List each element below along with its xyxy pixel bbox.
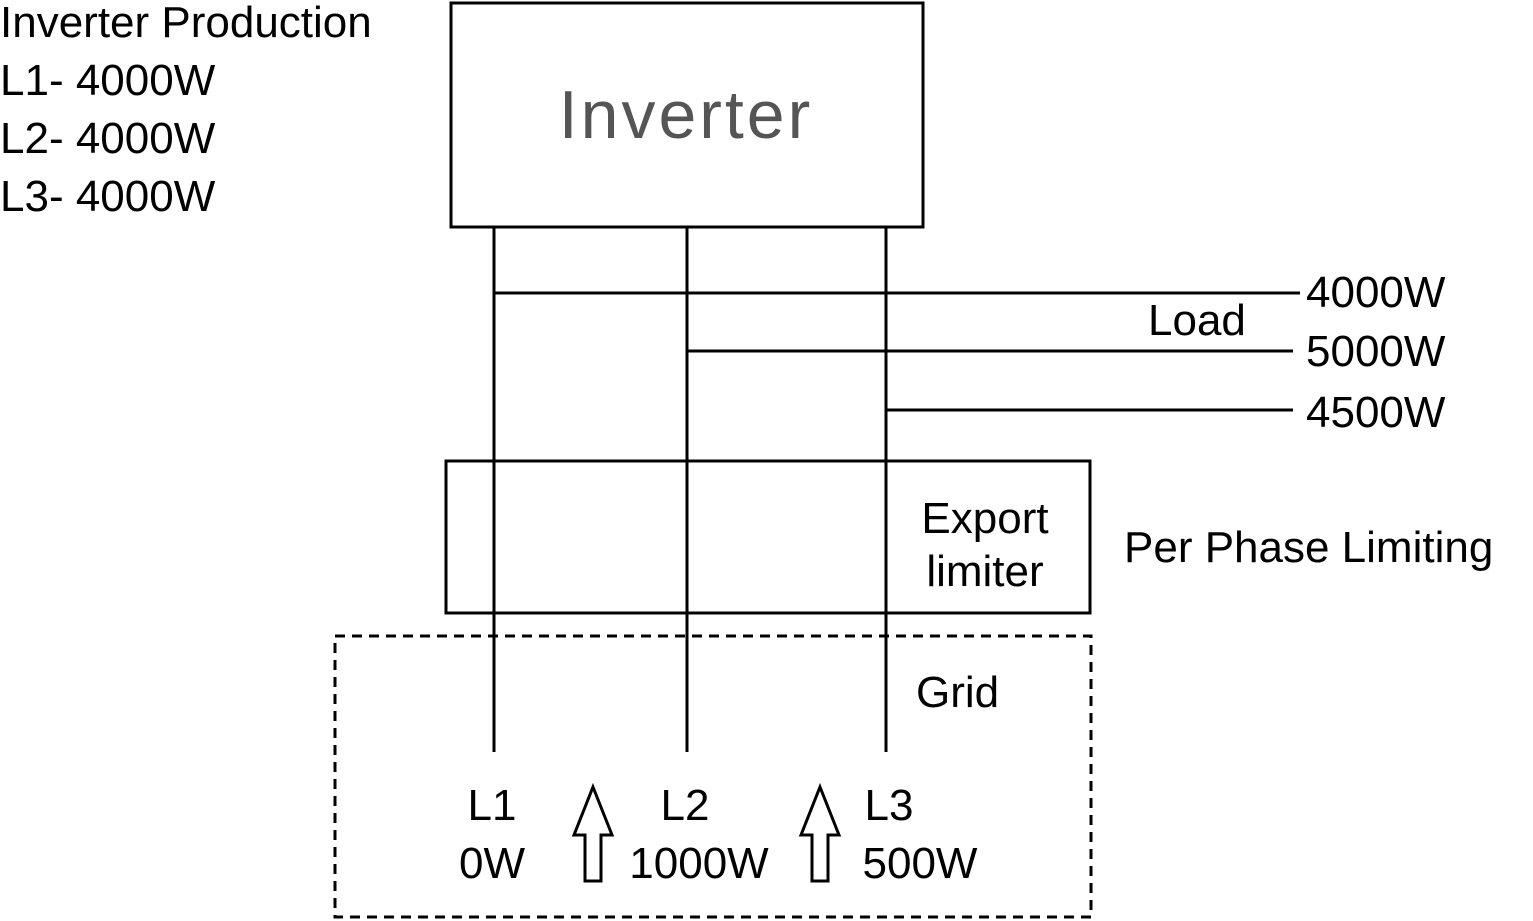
- inverter-production-block: Inverter Production L1- 4000W L2- 4000W …: [0, 0, 372, 221]
- production-l1: L1- 4000W: [0, 56, 216, 105]
- grid-phase-readings: L1 0W L2 1000W L3 500W: [459, 781, 978, 888]
- grid-label: Grid: [916, 668, 999, 717]
- grid-box: Grid: [333, 634, 1093, 919]
- load-label: Load: [1148, 296, 1246, 345]
- load-value-l1: 4000W: [1306, 268, 1446, 317]
- export-limiter-line1: Export: [921, 494, 1048, 543]
- export-arrow-up-l2: [571, 782, 615, 883]
- export-arrow-up-l3: [798, 782, 842, 883]
- grid-phase-l3-value: 500W: [863, 839, 978, 888]
- phase-conductors: [492, 227, 888, 752]
- grid-outline: [333, 634, 1093, 919]
- export-limiter-outline: [444, 459, 1092, 615]
- export-limiter-box: Export limiter: [444, 459, 1092, 615]
- load-value-l3: 4500W: [1306, 388, 1446, 437]
- production-title: Inverter Production: [0, 0, 372, 47]
- grid-phase-l1-value: 0W: [459, 839, 525, 888]
- inverter-label: Inverter: [559, 77, 814, 153]
- inverter-box: Inverter: [449, 1, 925, 229]
- export-arrows: [571, 782, 842, 883]
- grid-phase-l1-name: L1: [468, 781, 517, 830]
- production-l2: L2- 4000W: [0, 114, 216, 163]
- export-limiter-line2: limiter: [926, 547, 1043, 596]
- grid-phase-l2-value: 1000W: [629, 839, 769, 888]
- per-phase-limiting-note: Per Phase Limiting: [1124, 523, 1493, 572]
- load-labels: Load 4000W 5000W 4500W: [1148, 268, 1446, 437]
- grid-phase-l3-name: L3: [865, 781, 914, 830]
- load-value-l2: 5000W: [1306, 327, 1446, 376]
- load-branches: [494, 291, 1300, 412]
- production-l3: L3- 4000W: [0, 172, 216, 221]
- grid-phase-l2-name: L2: [661, 781, 710, 830]
